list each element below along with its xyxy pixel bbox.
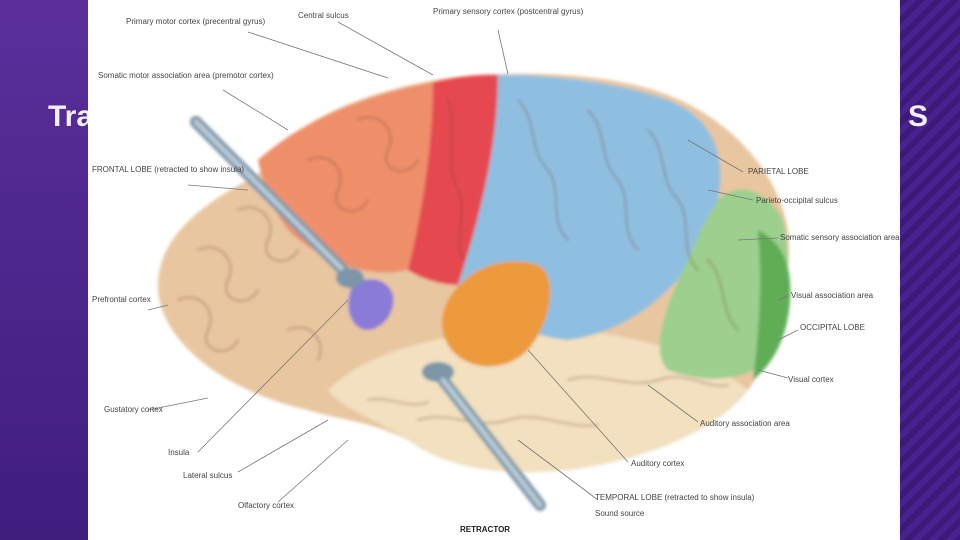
label-auditory-cortex: Auditory cortex [631,459,684,468]
label-visual-cortex: Visual cortex [788,375,834,384]
brain-diagram: Primary motor cortex (precentral gyrus) … [92,7,900,534]
label-gustatory: Gustatory cortex [104,405,163,414]
label-occipital-lobe: OCCIPITAL LOBE [800,323,865,332]
label-insula: Insula [168,448,190,457]
leader-lines [147,21,799,503]
label-sound-source: Sound source [595,509,645,518]
slide-title-left: Tra [48,100,94,133]
label-retractor: RETRACTOR [460,525,510,534]
region-visual-cortex [753,230,791,380]
label-olfactory: Olfactory cortex [238,501,294,510]
label-somatic-sensory-assoc: Somatic sensory association area [780,233,900,242]
label-somatic-motor-assoc: Somatic motor association area (premotor… [98,71,274,80]
region-insula [348,279,394,330]
diagram-labels: Primary motor cortex (precentral gyrus) … [92,7,900,534]
label-primary-sensory: Primary sensory cortex (postcentral gyru… [433,7,584,16]
label-central-sulcus: Central sulcus [298,11,349,20]
region-auditory [442,261,551,367]
slide-title: Tra S [48,100,928,134]
label-primary-motor: Primary motor cortex (precentral gyrus) [126,17,265,26]
label-parietal-lobe: PARIETAL LOBE [748,167,809,176]
right-striped-band [900,0,960,540]
label-auditory-assoc: Auditory association area [700,419,790,428]
label-frontal-lobe: FRONTAL LOBE (retracted to show insula) [92,165,244,174]
label-parieto-occipital: Parieto-occipital sulcus [756,196,838,205]
label-visual-association: Visual association area [791,291,874,300]
retractor-top [190,116,364,288]
slide-title-right: S [907,100,928,133]
label-temporal-lobe: TEMPORAL LOBE (retracted to show insula) [595,493,755,502]
label-prefrontal: Prefrontal cortex [92,295,151,304]
retractor-bottom [422,362,546,511]
region-visual-association [659,189,788,379]
label-lateral-sulcus: Lateral sulcus [183,471,232,480]
diagram-panel: Primary motor cortex (precentral gyrus) … [88,0,900,540]
left-purple-band [0,0,95,540]
